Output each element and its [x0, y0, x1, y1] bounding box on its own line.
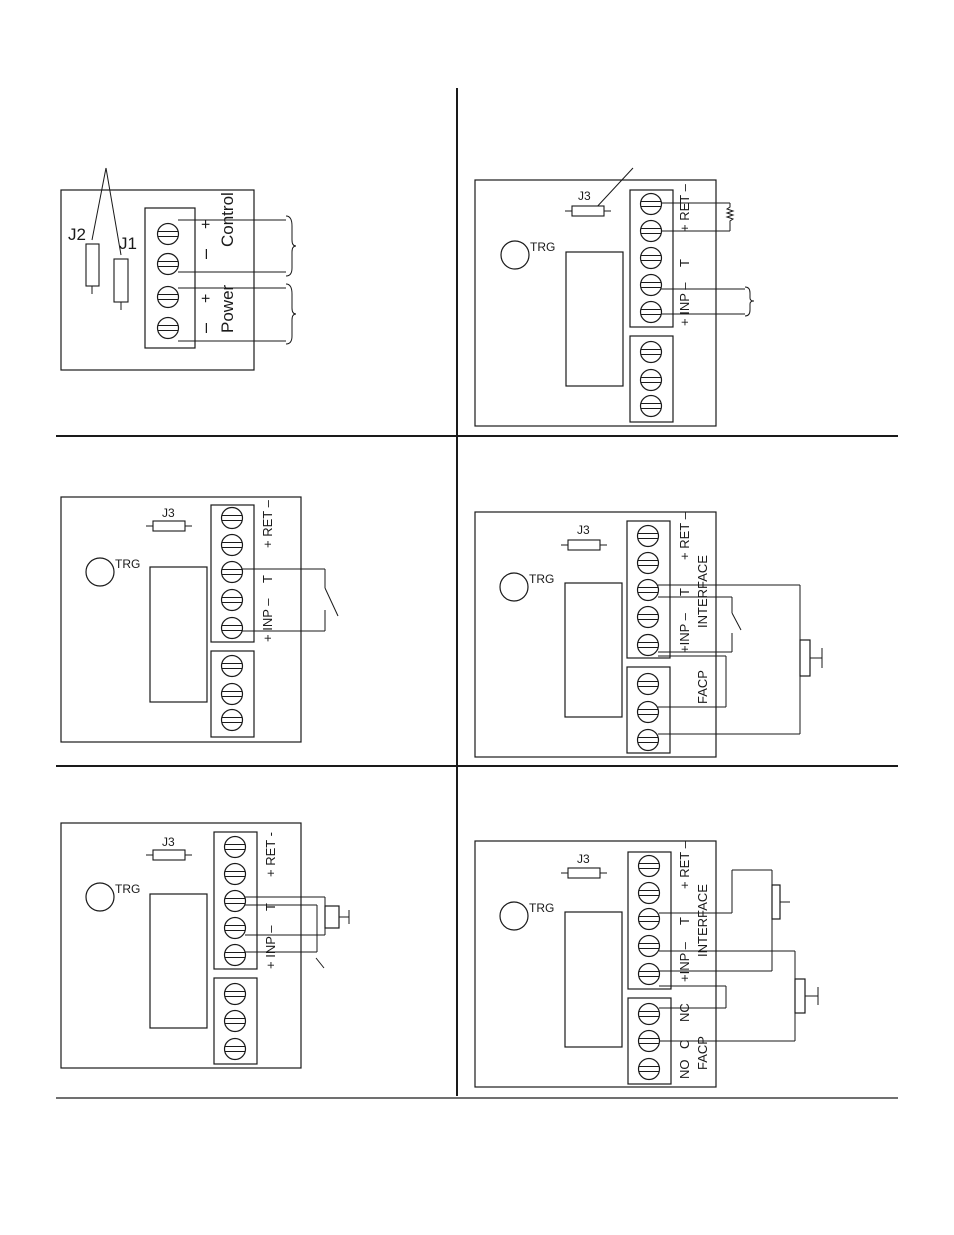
pushbutton-2 [795, 979, 805, 1013]
inp-label: + INP – [677, 282, 692, 326]
pushbutton [800, 640, 810, 676]
relay [565, 583, 622, 717]
c-label: C [677, 1040, 692, 1049]
facp-label: FACP [695, 1036, 710, 1070]
t-label: T [263, 903, 278, 911]
t-label: T [677, 259, 692, 267]
trg-label: TRG [530, 240, 555, 254]
jumper-j3-label: J3 [162, 835, 175, 849]
trg-label: TRG [529, 901, 554, 915]
jumper-j1-label: J1 [119, 234, 137, 253]
switch [316, 958, 324, 968]
t-label: T [260, 575, 275, 583]
jumper-j2-label: J2 [68, 225, 86, 244]
nc-label: NC [677, 1003, 692, 1022]
facp-label: FACP [695, 670, 710, 704]
control-minus: – [195, 249, 215, 259]
jumper-j3-label: J3 [577, 523, 590, 537]
ret-label: + RET – [677, 511, 692, 560]
panel-3-switch-input: J3 TRG + RET – T + INP – [61, 497, 338, 742]
inp-label: + INP – [263, 925, 278, 969]
jumper-j3-label: J3 [577, 852, 590, 866]
switch [732, 613, 741, 630]
panel-4-interface-facp: J3 TRG + RET – T [475, 511, 822, 757]
jumper-j3-label: J3 [578, 189, 591, 203]
ret-label: + RET – [677, 183, 692, 232]
ret-label: + RET – [260, 499, 275, 548]
trg-led [500, 902, 528, 930]
trg-led [86, 558, 114, 586]
t-label: T [677, 588, 692, 596]
trg-label: TRG [115, 882, 140, 896]
jumper-j2 [86, 244, 99, 294]
resistor [727, 203, 733, 231]
inp-label: +INP – [677, 941, 692, 982]
trg-led [86, 883, 114, 911]
ret-label: + RET – [677, 840, 692, 889]
inp-label: +INP – [677, 612, 692, 653]
ret-label: + RET - [263, 832, 278, 877]
inp-label: + INP – [260, 598, 275, 642]
t-label: T [677, 917, 692, 925]
panel-1-power-control: J2 J1 – + Control – + Power [61, 168, 296, 370]
panel-5-pushbutton-input: J3 TRG + RET - T + INP – [61, 823, 349, 1068]
relay [566, 252, 623, 386]
trg-led [501, 241, 529, 269]
trg-led [500, 573, 528, 601]
relay [565, 912, 622, 1047]
relay [150, 567, 207, 702]
trg-label: TRG [529, 572, 554, 586]
panel-2-resistor-input: J3 TRG + RET – T + INP – [475, 168, 754, 426]
trg-label: TRG [115, 557, 140, 571]
power-label: Power [218, 284, 237, 333]
pushbutton-1 [772, 885, 780, 919]
jumper-j3-label: J3 [162, 506, 175, 520]
pushbutton [325, 906, 339, 928]
power-plus: + [198, 294, 215, 303]
no-label: NO [677, 1060, 692, 1080]
interface-label: INTERFACE [695, 884, 710, 957]
control-label: Control [218, 192, 237, 247]
control-plus: + [198, 220, 215, 229]
power-minus: – [195, 323, 215, 333]
switch [325, 588, 338, 616]
interface-label: INTERFACE [695, 555, 710, 628]
relay [150, 894, 207, 1028]
jumper-j1 [114, 259, 128, 310]
panel-6-interface-nc-facp: J3 TRG + RET – [475, 840, 818, 1087]
